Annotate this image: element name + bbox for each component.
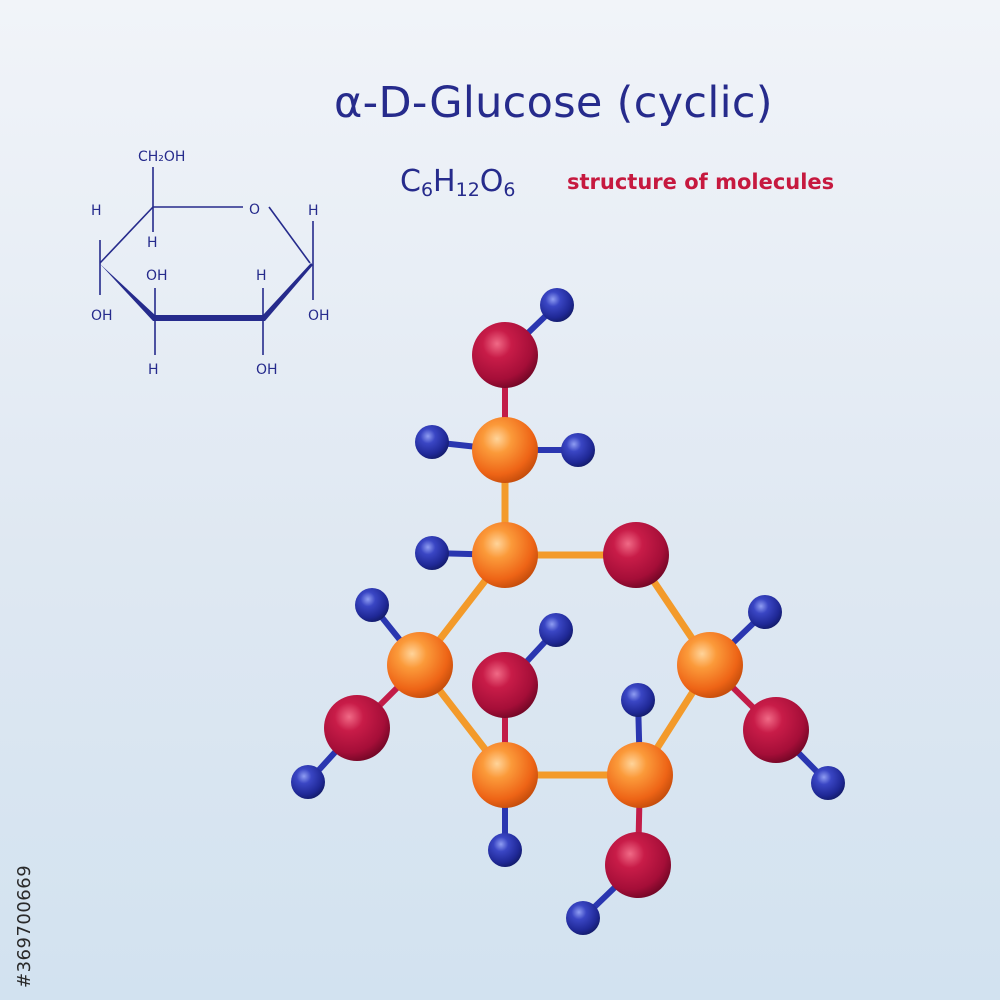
molecule-title: α-D-Glucose (cyclic) <box>334 78 773 128</box>
carbon-atom <box>472 742 538 808</box>
oxygen-atom <box>472 322 538 388</box>
formula-element: C <box>400 164 421 199</box>
hydrogen-atom <box>291 765 325 799</box>
hydrogen-atom <box>811 766 845 800</box>
bond-o-c1 <box>268 206 311 264</box>
label-h-c3: H <box>148 362 159 378</box>
oxygen-atom <box>603 522 669 588</box>
haworth-bonds <box>99 167 314 355</box>
label-oh-c2: OH <box>256 362 278 378</box>
label-ring-o: O <box>249 202 260 218</box>
carbon-atom <box>607 742 673 808</box>
hydrogen-atom <box>539 613 573 647</box>
formula-element: H <box>433 164 456 199</box>
subtitle: structure of molecules <box>567 170 835 194</box>
label-oh-c1: OH <box>308 308 330 324</box>
hydrogen-atom <box>415 536 449 570</box>
oxygen-atom <box>324 695 390 761</box>
label-oh-c3: OH <box>91 308 113 324</box>
molecular-formula: C6H12O6 <box>400 164 516 201</box>
atoms-group <box>291 288 845 935</box>
label-h-c5: H <box>91 203 102 219</box>
oxygen-atom <box>605 832 671 898</box>
carbon-atom <box>472 417 538 483</box>
carbon-atom <box>677 632 743 698</box>
hydrogen-atom <box>540 288 574 322</box>
hydrogen-atom <box>748 595 782 629</box>
oxygen-atom <box>472 652 538 718</box>
formula-count: 6 <box>420 179 434 201</box>
carbon-atom <box>387 632 453 698</box>
hydrogen-atom <box>415 425 449 459</box>
formula-element: O <box>479 164 504 199</box>
label-h-c2: H <box>256 268 267 284</box>
hydrogen-atom <box>488 833 522 867</box>
label-h-c1: H <box>308 203 319 219</box>
hydrogen-atom <box>561 433 595 467</box>
oxygen-atom <box>743 697 809 763</box>
hydrogen-atom <box>355 588 389 622</box>
label-oh-c4: OH <box>146 268 168 284</box>
formula-count: 12 <box>455 179 480 201</box>
carbon-atom <box>472 522 538 588</box>
hydrogen-atom <box>621 683 655 717</box>
formula-count: 6 <box>503 179 516 201</box>
bond-c5-c4 <box>99 206 154 264</box>
label-h-c4: H <box>147 235 158 251</box>
label-ch2oh: CH₂OH <box>138 149 185 165</box>
hydrogen-atom <box>566 901 600 935</box>
